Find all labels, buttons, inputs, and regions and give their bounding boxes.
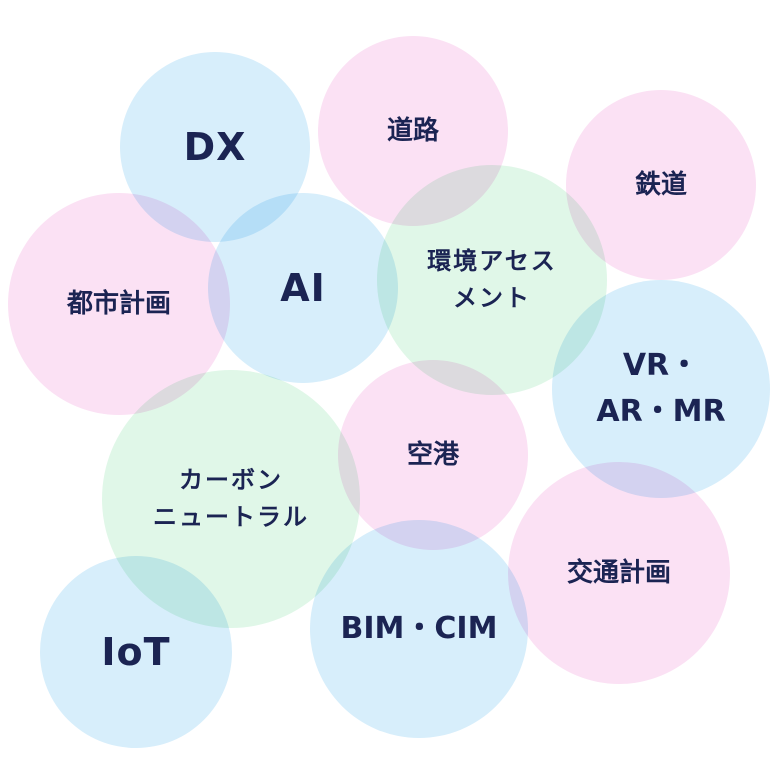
bubble-label-traffic-planning: 交通計画 xyxy=(566,557,671,588)
bubble-label-ai: AI xyxy=(280,265,326,310)
bubble-vr-ar-mr: VR・ AR・MR xyxy=(552,280,770,498)
bubble-label-railway: 鉄道 xyxy=(634,169,687,200)
bubble-label-airport: 空港 xyxy=(406,439,459,470)
bubble-traffic-planning: 交通計画 xyxy=(508,462,730,684)
bubble-label-dx: DX xyxy=(183,124,247,169)
bubble-bim-cim: BIM・CIM xyxy=(310,520,528,738)
bubble-iot: IoT xyxy=(40,556,232,748)
bubble-label-carbon-neutral: カーボン ニュートラル xyxy=(153,465,309,531)
bubble-label-bim-cim: BIM・CIM xyxy=(340,610,498,646)
bubble-ai: AI xyxy=(208,193,398,383)
bubble-label-iot: IoT xyxy=(101,629,171,674)
bubble-label-urban-planning: 都市計画 xyxy=(66,288,171,319)
bubble-label-environmental-assessment: 環境アセス メント xyxy=(427,246,557,312)
bubble-airport: 空港 xyxy=(338,360,528,550)
bubble-label-vr-ar-mr: VR・ AR・MR xyxy=(596,347,726,430)
bubble-label-road: 道路 xyxy=(386,115,439,146)
